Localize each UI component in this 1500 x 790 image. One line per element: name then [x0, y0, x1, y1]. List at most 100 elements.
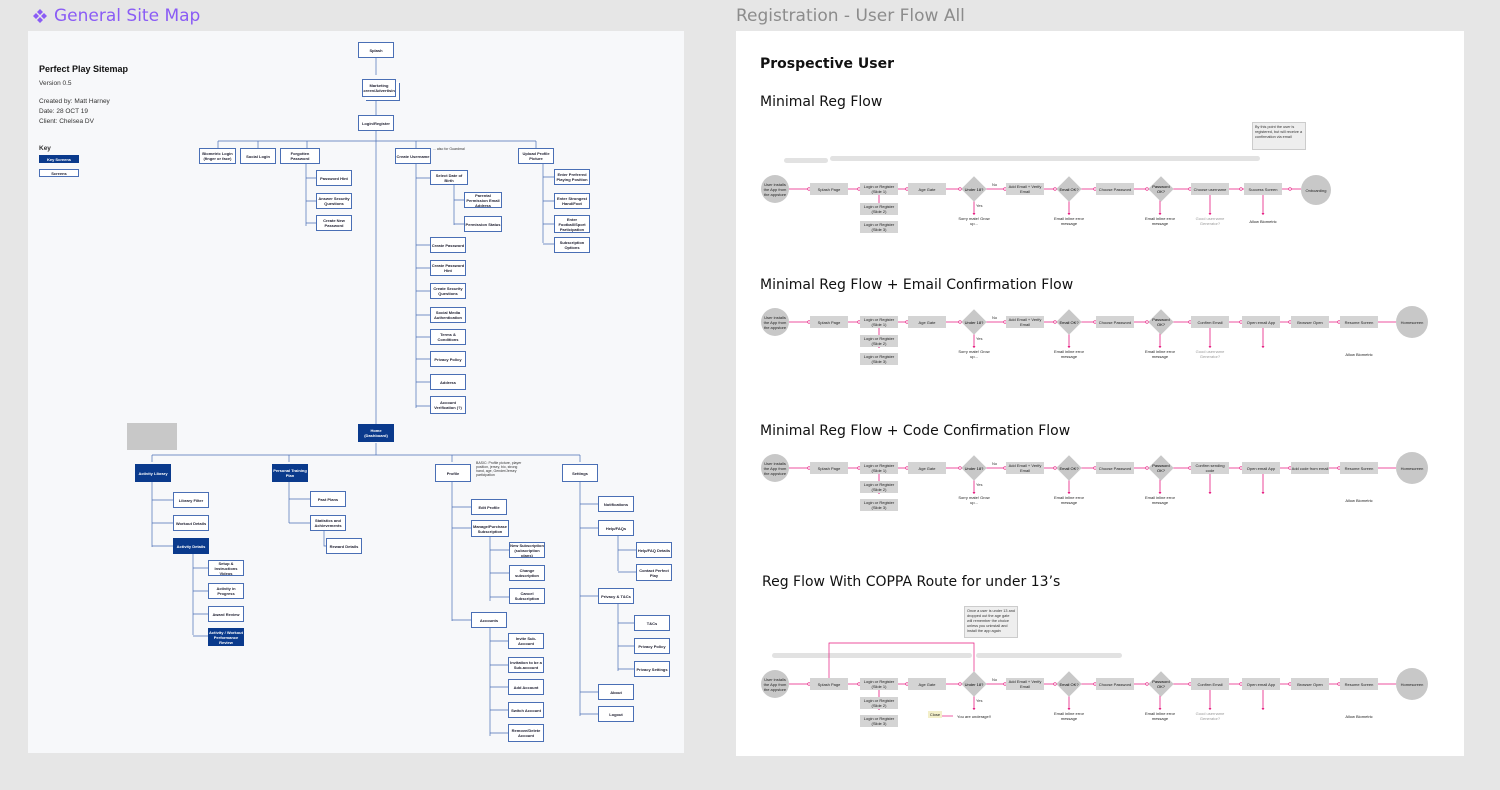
sm-setup-videos[interactable]: Setup & Instructions Videos: [208, 560, 244, 576]
r4-under18[interactable]: Under 18?: [961, 671, 987, 697]
sm-change-subscription[interactable]: Change subscription: [509, 565, 545, 581]
r2-splash[interactable]: Splash Page: [810, 316, 848, 328]
sm-account-verification[interactable]: Account Verification (?): [430, 396, 466, 414]
sm-invite-sub-account[interactable]: Invite Sub-Account: [508, 633, 544, 649]
sm-permission-status[interactable]: Permission Status: [464, 216, 502, 232]
sm-library-filter[interactable]: Library Filter: [173, 492, 209, 508]
sm-logout[interactable]: Logout: [598, 706, 634, 722]
sitemap-board[interactable]: Perfect Play Sitemap Version 0.5 Created…: [28, 31, 684, 753]
sm-tcs[interactable]: T&Cs: [634, 615, 670, 631]
r1-login1[interactable]: Login or Register (Slide 1): [860, 183, 898, 195]
sm-answer-security[interactable]: Answer Security Questions: [316, 193, 352, 209]
r2-resume[interactable]: Resume Screen: [1340, 316, 1378, 328]
r3-allow-biometric[interactable]: Allow Biometric: [1340, 494, 1378, 506]
sm-privacy-policy[interactable]: Privacy Policy: [430, 351, 466, 367]
sm-select-dob[interactable]: Select Date of Birth: [430, 170, 468, 185]
sm-social-auth[interactable]: Social Media Authentication: [430, 307, 466, 323]
r3-age-gate[interactable]: Age Gate: [908, 462, 946, 474]
r2-login2[interactable]: Login or Register (Slide 2): [860, 335, 898, 347]
r2-confirm-email[interactable]: Confirm Email: [1191, 316, 1229, 328]
r2-start[interactable]: User installs the App from the appstore: [761, 308, 789, 336]
sm-switch-account[interactable]: Switch Account: [508, 702, 544, 718]
sm-activity-progress[interactable]: Activity in Progress: [208, 583, 244, 599]
r4-good-username[interactable]: Good username Generator?: [1191, 710, 1229, 722]
sm-help-faq[interactable]: Help/FAQs: [598, 520, 634, 536]
regflow-board[interactable]: Prospective User Minimal Reg Flow Minima…: [736, 31, 1464, 756]
sm-create-password[interactable]: Create Password: [430, 237, 466, 253]
r2-homescreen[interactable]: Homescreen: [1396, 306, 1428, 338]
r4-add-email[interactable]: Add Email + Verify Email: [1006, 678, 1044, 690]
r1-email-ok[interactable]: Email OK?: [1056, 176, 1082, 202]
sm-privacy-tcs[interactable]: Privacy & T&Cs: [598, 588, 634, 604]
r1-good-username[interactable]: Good username Generator?: [1191, 215, 1229, 227]
sm-privacy-policy-2[interactable]: Privacy Policy: [634, 638, 670, 654]
sm-add-account[interactable]: Add Account: [508, 679, 544, 695]
sm-create-new-password[interactable]: Create New Password: [316, 215, 352, 231]
r4-homescreen[interactable]: Homescreen: [1396, 668, 1428, 700]
sm-award-review[interactable]: Award Review: [208, 606, 244, 622]
r3-splash[interactable]: Splash Page: [810, 462, 848, 474]
r2-allow-biometric[interactable]: Allow Biometric: [1340, 348, 1378, 360]
r4-password-inline[interactable]: Email inline error message: [1141, 710, 1179, 722]
r1-login2[interactable]: Login or Register (Slide 2): [860, 203, 898, 215]
r3-login3[interactable]: Login or Register (Slide 3): [860, 499, 898, 511]
r1-login3[interactable]: Login or Register (Slide 3): [860, 221, 898, 233]
r3-homescreen[interactable]: Homescreen: [1396, 452, 1428, 484]
r3-under18[interactable]: Under 18?: [961, 455, 987, 481]
r4-email-ok[interactable]: Email OK?: [1056, 671, 1082, 697]
sm-activity-details[interactable]: Activity Details: [173, 538, 209, 554]
r3-password-inline[interactable]: Email inline error message: [1141, 494, 1179, 506]
sm-contact[interactable]: Contact Perfect Play: [636, 564, 672, 581]
sm-remove-account[interactable]: Remove/Delete Account: [508, 724, 544, 742]
r4-login2[interactable]: Login or Register (Slide 2): [860, 697, 898, 709]
sm-enter-hand[interactable]: Enter Strongest Hand/Foot: [554, 193, 590, 209]
r4-close[interactable]: Close: [928, 711, 942, 718]
r3-password-ok[interactable]: Password OK?: [1148, 455, 1174, 481]
sm-enter-football[interactable]: Enter Football/Sport Participation: [554, 215, 590, 233]
r2-sorry[interactable]: Sorry mate! Grow up...: [955, 348, 993, 360]
r2-login1[interactable]: Login or Register (Slide 1): [860, 316, 898, 328]
r3-login2[interactable]: Login or Register (Slide 2): [860, 481, 898, 493]
r4-splash[interactable]: Splash Page: [810, 678, 848, 690]
sm-password-hint[interactable]: Password Hint: [316, 170, 352, 186]
r3-choose-password[interactable]: Choose Password: [1096, 462, 1134, 474]
r1-email-inline[interactable]: Email inline error message: [1050, 215, 1088, 227]
sm-marketing[interactable]: Marketing Screen/Advertising: [362, 79, 396, 97]
sm-new-subscription[interactable]: New Subscription (subscription plans): [509, 542, 545, 558]
sm-reward-details[interactable]: Reward Details: [326, 538, 362, 554]
sm-address[interactable]: Address: [430, 374, 466, 390]
sm-create-password-hint[interactable]: Create Password Hint: [430, 260, 466, 276]
sm-privacy-settings[interactable]: Privacy Settings: [634, 661, 670, 677]
r2-password-inline[interactable]: Email inline error message: [1141, 348, 1179, 360]
r1-start[interactable]: User installs the App from the appstore: [761, 175, 789, 203]
r4-start[interactable]: User installs the App from the appstore: [761, 670, 789, 698]
r2-open-email[interactable]: Open email App: [1242, 316, 1280, 328]
r2-password-ok[interactable]: Password OK?: [1148, 309, 1174, 335]
r1-password-inline[interactable]: Email inline error message: [1141, 215, 1179, 227]
sm-about[interactable]: About: [598, 684, 634, 700]
sm-create-security[interactable]: Create Security Questions: [430, 283, 466, 299]
sitemap-frame-title[interactable]: General Site Map: [32, 6, 200, 26]
sm-statistics[interactable]: Statistics and Achievements: [310, 515, 346, 531]
r4-age-gate[interactable]: Age Gate: [908, 678, 946, 690]
r1-password-ok[interactable]: Password OK?: [1148, 176, 1174, 202]
sm-terms[interactable]: Terms & Conditions: [430, 329, 466, 345]
r4-confirm-email[interactable]: Confirm Email: [1191, 678, 1229, 690]
r3-email-inline[interactable]: Email inline error message: [1050, 494, 1088, 506]
r4-email-inline[interactable]: Email inline error message: [1050, 710, 1088, 722]
sm-forgotten[interactable]: Forgotten Password: [280, 148, 320, 164]
sm-help-details[interactable]: Help/FAQ Details: [636, 542, 672, 558]
r4-login1[interactable]: Login or Register (Slide 1): [860, 678, 898, 690]
sm-splash[interactable]: Splash: [358, 42, 394, 58]
r1-splash[interactable]: Splash Page: [810, 183, 848, 195]
r2-email-inline[interactable]: Email inline error message: [1050, 348, 1088, 360]
r1-under18[interactable]: Under 18?: [961, 176, 987, 202]
sm-activity-workout-review[interactable]: Activity / Workout Performance Review: [208, 628, 244, 646]
sm-activity-library[interactable]: Activity Library: [135, 464, 171, 482]
sm-workout-details[interactable]: Workout Details: [173, 515, 209, 531]
sm-manage-subscription[interactable]: Manage/Purchase Subscription: [471, 520, 509, 537]
r3-resume[interactable]: Resume Screen: [1340, 462, 1378, 474]
r2-age-gate[interactable]: Age Gate: [908, 316, 946, 328]
sm-personal-training[interactable]: Personal Training Plan: [272, 464, 308, 482]
r3-add-email[interactable]: Add Email + Verify Email: [1006, 462, 1044, 474]
